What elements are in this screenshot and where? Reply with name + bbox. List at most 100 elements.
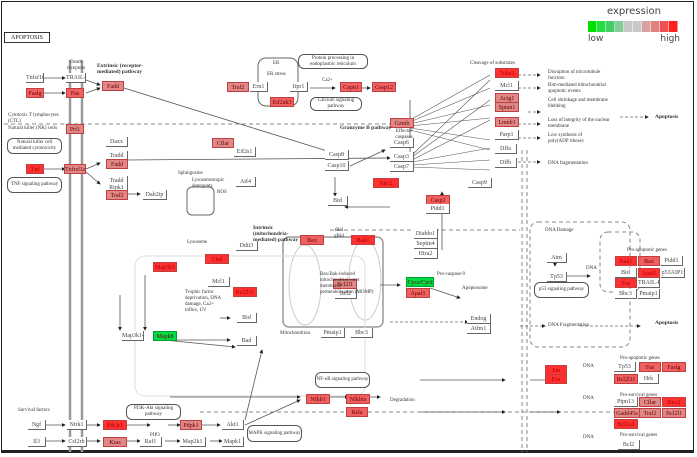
gene-node-birc2b[interactable]: Birc2 — [662, 397, 686, 407]
gene-node-bax[interactable]: Bax — [300, 235, 324, 245]
gene-node-mapk8[interactable]: Mapk8 — [153, 331, 177, 341]
gene-node-ngf[interactable]: Ngf — [28, 420, 46, 430]
gene-node-diablo[interactable]: Diablo1 — [414, 229, 438, 239]
gene-node-bcl2l11[interactable]: Bcl2l11 — [233, 287, 257, 297]
gene-node-pidd1b[interactable]: Pidd1 — [661, 256, 683, 266]
gene-node-dffb[interactable]: Dffb — [495, 158, 517, 168]
link-nk-cytotoxicity[interactable]: Natural killer cell mediated cytotoxicit… — [7, 138, 62, 154]
gene-node-kras[interactable]: Kras — [103, 437, 127, 447]
gene-node-fas3[interactable]: Fas — [639, 362, 661, 372]
gene-node-bid3[interactable]: Bid — [615, 268, 637, 278]
gene-node-mcl1a[interactable]: Mcl1 — [495, 81, 519, 91]
link-p53-signaling[interactable]: p53 signaling pathway — [534, 282, 589, 298]
gene-node-apaf1a[interactable]: Apaf1 — [406, 288, 430, 298]
gene-node-map2k1[interactable]: Map2k1 — [180, 437, 206, 447]
gene-node-htra2[interactable]: Htra2 — [414, 249, 438, 259]
gene-node-bcl2b[interactable]: Bcl2 — [618, 440, 640, 450]
gene-node-casp10[interactable]: Casp10 — [325, 161, 349, 171]
gene-node-ddit3[interactable]: Ddit3 — [236, 241, 258, 251]
gene-node-eif2s1[interactable]: Eif2s1 — [234, 147, 256, 157]
gene-node-cycs[interactable]: Cycs/Cyct — [406, 277, 434, 287]
gene-node-traf2b[interactable]: Traf2 — [227, 82, 249, 92]
gene-node-bcl2l1b[interactable]: Bcl2l1 — [662, 408, 686, 418]
gene-node-eif2ak3[interactable]: Eif2ak3 — [270, 97, 294, 107]
gene-node-tnfrsf1a[interactable]: Tnfrsf1a — [64, 164, 86, 174]
gene-node-bcl2[interactable]: Bcl2 — [335, 289, 357, 299]
gene-node-apaf1b[interactable]: Apaf1 — [638, 268, 660, 278]
gene-node-fadd1[interactable]: Fadd — [102, 81, 124, 91]
gene-node-septin4[interactable]: Septin4 — [414, 239, 438, 249]
gene-node-tnfrsf10b[interactable]: TRAIL-R — [638, 278, 660, 288]
gene-node-dab2ip[interactable]: Dab2ip — [143, 190, 167, 200]
gene-node-pidd1[interactable]: Pidd1 — [426, 204, 450, 214]
gene-node-casp12[interactable]: Casp12 — [372, 82, 396, 92]
link-calcium-signaling[interactable]: Calcium signaling pathway — [310, 97, 362, 111]
gene-node-pik3r[interactable]: Pik3r1 — [103, 420, 127, 430]
gene-node-casp6[interactable]: Casp6 — [390, 138, 414, 148]
gene-node-gzmb[interactable]: Gzmb — [390, 118, 414, 128]
gene-node-pmaip1a[interactable]: Pmaip1 — [321, 328, 345, 338]
gene-node-p53aip1[interactable]: p53AIP1 — [661, 268, 685, 278]
gene-node-csf2rb[interactable]: Csf2rb — [67, 437, 87, 447]
gene-node-bid2[interactable]: Bid — [237, 313, 257, 323]
gene-node-pdpk1[interactable]: Pdpk1 — [180, 420, 202, 430]
gene-node-raf1[interactable]: Raf1 — [140, 437, 162, 447]
gene-node-bbc3b[interactable]: Bbc3 — [615, 289, 637, 299]
gene-node-bak1[interactable]: Bak1 — [351, 235, 375, 245]
gene-node-mcl1b[interactable]: Mcl1 — [208, 277, 230, 287]
gene-node-il3[interactable]: Il3 — [28, 437, 46, 447]
gene-node-cflar[interactable]: Cflar — [212, 138, 234, 148]
gene-node-mapk1[interactable]: Mapk1 — [222, 437, 244, 447]
gene-node-traf2a[interactable]: Traf2 — [106, 190, 128, 200]
gene-node-parp1[interactable]: Parp1 — [495, 130, 519, 140]
gene-node-bak1b[interactable]: Bak1 — [615, 256, 637, 266]
gene-node-itpr1[interactable]: Itpr1 — [290, 82, 308, 92]
gene-node-nfkb1[interactable]: Nfkb1 — [306, 394, 330, 404]
gene-node-rela[interactable]: Rela — [346, 407, 368, 417]
gene-node-faslg2[interactable]: Faslg — [662, 362, 686, 372]
gene-node-prf1[interactable]: Prf1 — [66, 124, 84, 134]
gene-node-fadd2[interactable]: Fadd — [106, 159, 128, 169]
gene-node-birc2[interactable]: Birc2 — [373, 178, 399, 188]
gene-node-gadd45a[interactable]: Gadd45a — [614, 408, 640, 418]
link-tnf-signaling[interactable]: TNF signaling pathway — [7, 177, 62, 193]
gene-node-casp8[interactable]: Casp8 — [325, 150, 349, 160]
gene-node-bcl2l11b[interactable]: Bcl2l11 — [614, 374, 638, 384]
gene-node-pmaip1b[interactable]: Pmaip1 — [638, 289, 660, 299]
gene-node-dffa[interactable]: Dffa — [495, 144, 517, 154]
gene-node-tuba1[interactable]: Tuba1 — [495, 68, 519, 78]
gene-node-sptan1[interactable]: Sptan1 — [495, 102, 519, 112]
gene-node-ctsd[interactable]: Ctsd — [205, 254, 229, 264]
gene-node-casp7[interactable]: Casp7 — [390, 162, 414, 172]
gene-node-capn1[interactable]: Capn1 — [340, 82, 362, 92]
link-pi3k-akt[interactable]: PI3K-Akt signaling pathway — [126, 404, 181, 420]
gene-node-atf4[interactable]: Atf4 — [236, 177, 256, 187]
gene-node-hrk[interactable]: Hrk — [639, 374, 659, 384]
gene-node-ern1[interactable]: Ern1 — [250, 82, 268, 92]
gene-node-casp9[interactable]: Casp9 — [468, 178, 492, 188]
gene-node-casp3[interactable]: Casp3 — [390, 152, 414, 162]
gene-node-aifm1[interactable]: Aifm1 — [467, 324, 491, 334]
gene-node-map3k5[interactable]: Map3k5 — [153, 262, 177, 272]
link-protein-processing[interactable]: Protein processing in endoplasmic reticu… — [298, 54, 368, 69]
gene-node-atm[interactable]: Atm — [547, 253, 567, 263]
gene-node-trail-r[interactable]: TRAIL-R — [66, 73, 86, 83]
gene-node-lmnb1[interactable]: Lmnb1 — [495, 117, 519, 127]
gene-node-nfkbia[interactable]: Nfkbia — [346, 394, 370, 404]
link-mapk-signaling[interactable]: MAPK signaling pathway — [247, 425, 302, 442]
gene-node-akt1[interactable]: Akt1 — [222, 420, 244, 430]
gene-node-ptpn13[interactable]: Ptpn13 — [614, 397, 638, 407]
link-nfkb-signaling[interactable]: NF-κB signaling pathway — [315, 372, 370, 388]
gene-node-bcl2a1[interactable]: Bcl2a1 — [614, 419, 638, 429]
gene-node-fos[interactable]: Fos — [545, 374, 567, 384]
gene-node-bad[interactable]: Bad — [237, 336, 257, 346]
gene-node-bax2[interactable]: Bax — [638, 256, 660, 266]
gene-node-tnfsf10[interactable]: Tnfsf10 — [26, 73, 44, 83]
gene-node-ntrk1[interactable]: Ntrk1 — [67, 420, 87, 430]
gene-node-bid[interactable]: Bid — [328, 196, 348, 206]
gene-node-tp53b[interactable]: Tp53 — [614, 362, 636, 372]
gene-node-tnf[interactable]: Tnf — [26, 164, 44, 174]
gene-node-cflar2[interactable]: Cflar — [639, 397, 661, 407]
gene-node-fas[interactable]: Fas — [66, 88, 84, 98]
gene-node-endog[interactable]: Endog — [467, 314, 491, 324]
